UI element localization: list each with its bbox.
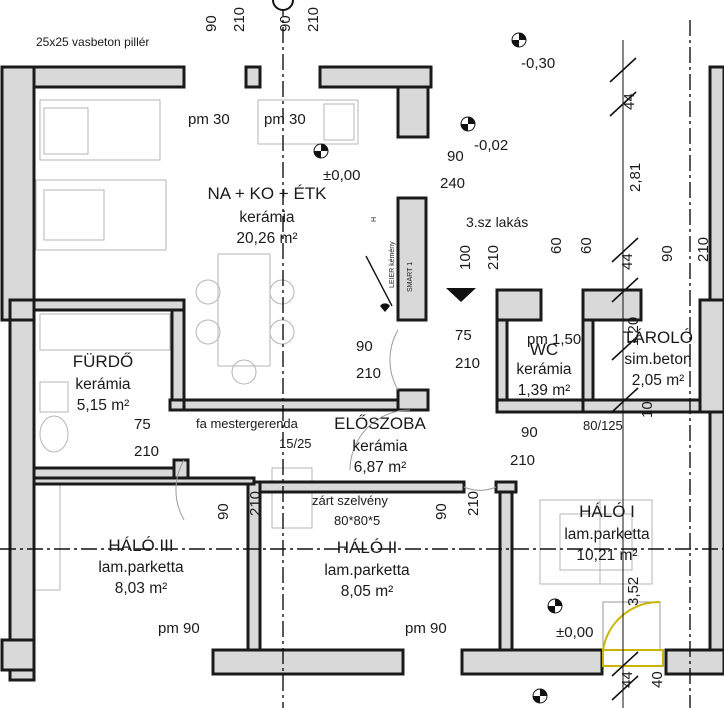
- room-name: ELŐSZOBA: [334, 414, 426, 433]
- beam-note: fa mestergerenda: [196, 416, 299, 431]
- level-marker-icon: [313, 143, 329, 159]
- room-floor: kerámia: [352, 438, 408, 455]
- room-name: WC: [530, 340, 558, 359]
- axis-marker-icon: [272, 0, 294, 11]
- dim-label: 90: [277, 15, 294, 32]
- dim-label: 90: [215, 503, 232, 520]
- room-storage: TÁROLÓ sim.beton 2,05 m²: [623, 328, 693, 389]
- dim-label: 210: [305, 7, 322, 32]
- pm-label: pm 1,50: [527, 331, 581, 348]
- room-bedroom-3: HÁLÓ III lam.parketta 8,03 m²: [98, 536, 184, 597]
- room-area: 8,03 m²: [115, 580, 168, 597]
- dim-label: 210: [510, 452, 535, 469]
- room-bath: FÜRDŐ kerámia 5,15 m²: [73, 352, 133, 414]
- level-marker-icon: [460, 116, 476, 132]
- dim-label: 210: [231, 7, 248, 32]
- dim-label: 100: [457, 245, 474, 270]
- level-markers: [272, 0, 563, 704]
- room-floor: kerámia: [239, 209, 295, 226]
- dim-label: 210: [134, 443, 159, 460]
- room-floor: kerámia: [516, 361, 572, 378]
- dim-label: 44: [621, 93, 638, 110]
- beam-size: 15/25: [279, 436, 312, 451]
- room-living: NA + KO + ÉTK kerámia 20,26 m²: [207, 184, 327, 247]
- dim-label: 44: [619, 671, 636, 688]
- dim-label: 240: [440, 175, 465, 192]
- level-living: ±0,00: [323, 167, 360, 184]
- dim-label: 210: [247, 491, 264, 516]
- room-floor: sim.beton: [624, 351, 691, 368]
- dim-label: 210: [356, 365, 381, 382]
- dim-label: 90: [447, 148, 464, 165]
- boiler-icon: [365, 255, 393, 312]
- room-area: 8,05 m²: [341, 583, 394, 600]
- room-area: 20,26 m²: [236, 230, 297, 247]
- dim-label: 60: [548, 237, 565, 254]
- level-marker-icon: [532, 688, 548, 704]
- room-area: 10,21 m²: [576, 547, 637, 564]
- dim-label: 210: [465, 491, 482, 516]
- level-marker-icon: [547, 598, 563, 614]
- level-mid: -0,02: [474, 137, 508, 154]
- profile-size: 80*80*5: [334, 513, 380, 528]
- dim-label: 90: [356, 338, 373, 355]
- room-name: HÁLÓ III: [108, 536, 173, 555]
- dim-label: 40: [649, 671, 666, 688]
- room-floor: lam.parketta: [98, 559, 184, 576]
- boiler-label-1: LEIER kémény: [389, 241, 396, 288]
- room-name: FÜRDŐ: [73, 352, 133, 371]
- room-wc: WC kerámia 1,39 m²: [516, 340, 572, 399]
- room-name: HÁLÓ I: [579, 502, 635, 521]
- dim-label: 75: [134, 416, 151, 433]
- dim-label: 3,52: [625, 577, 642, 606]
- dim-label: 90: [203, 15, 220, 32]
- room-floor: lam.parketta: [324, 562, 410, 579]
- room-area: 2,05 m²: [632, 372, 685, 389]
- dim-label: 75: [455, 327, 472, 344]
- room-area: 6,87 m²: [354, 459, 407, 476]
- room-hall: ELŐSZOBA kerámia 6,87 m²: [334, 414, 426, 476]
- dim-label: 90: [659, 245, 676, 262]
- dim-label: 90: [521, 424, 538, 441]
- room-name: HÁLÓ II: [337, 538, 397, 557]
- dimension-ticks: [609, 40, 639, 708]
- dim-label: 60: [578, 237, 595, 254]
- dim-label: 210: [695, 237, 712, 262]
- doors: [175, 329, 664, 667]
- room-area: 1,39 m²: [518, 382, 571, 399]
- dim-label: 2,81: [627, 163, 644, 192]
- level-marker-icon: [511, 32, 527, 48]
- room-floor: kerámia: [75, 376, 131, 393]
- pm-label: pm 30: [188, 111, 230, 128]
- dim-label: 210: [455, 355, 480, 372]
- pm-label: pm 90: [405, 620, 447, 637]
- room-bedroom-2: HÁLÓ II lam.parketta 8,05 m²: [324, 538, 410, 600]
- wc-door-size: 80/125: [583, 418, 623, 433]
- dimension-labels: 90 210 90 210 pm 30 pm 30 90 240 100 210…: [134, 7, 712, 688]
- pm-label: pm 30: [264, 111, 306, 128]
- room-name: TÁROLÓ: [623, 328, 693, 347]
- entrance-arrow-icon: [446, 288, 476, 302]
- dim-label: 1,20: [625, 317, 642, 346]
- boiler-label-2: SMART 1: [407, 262, 414, 292]
- room-area: 5,15 m²: [77, 397, 130, 414]
- level-top-right: -0,30: [521, 55, 555, 72]
- pm-label: pm 90: [158, 620, 200, 637]
- level-bottom-right: ±0,00: [556, 624, 593, 641]
- dim-label: 90: [433, 503, 450, 520]
- profile-note: zárt szelvény: [312, 493, 388, 508]
- dim-label: 210: [485, 245, 502, 270]
- room-floor: lam.parketta: [564, 526, 650, 543]
- room-bedroom-1: HÁLÓ I lam.parketta 10,21 m²: [564, 502, 650, 564]
- door-mark: H: [371, 217, 378, 222]
- room-name: NA + KO + ÉTK: [207, 184, 327, 203]
- apartment-label: 3.sz lakás: [466, 214, 528, 230]
- column-note: 25x25 vasbeton pillér: [36, 35, 149, 49]
- dim-label: 10: [639, 401, 656, 418]
- dim-label: 44: [619, 253, 636, 270]
